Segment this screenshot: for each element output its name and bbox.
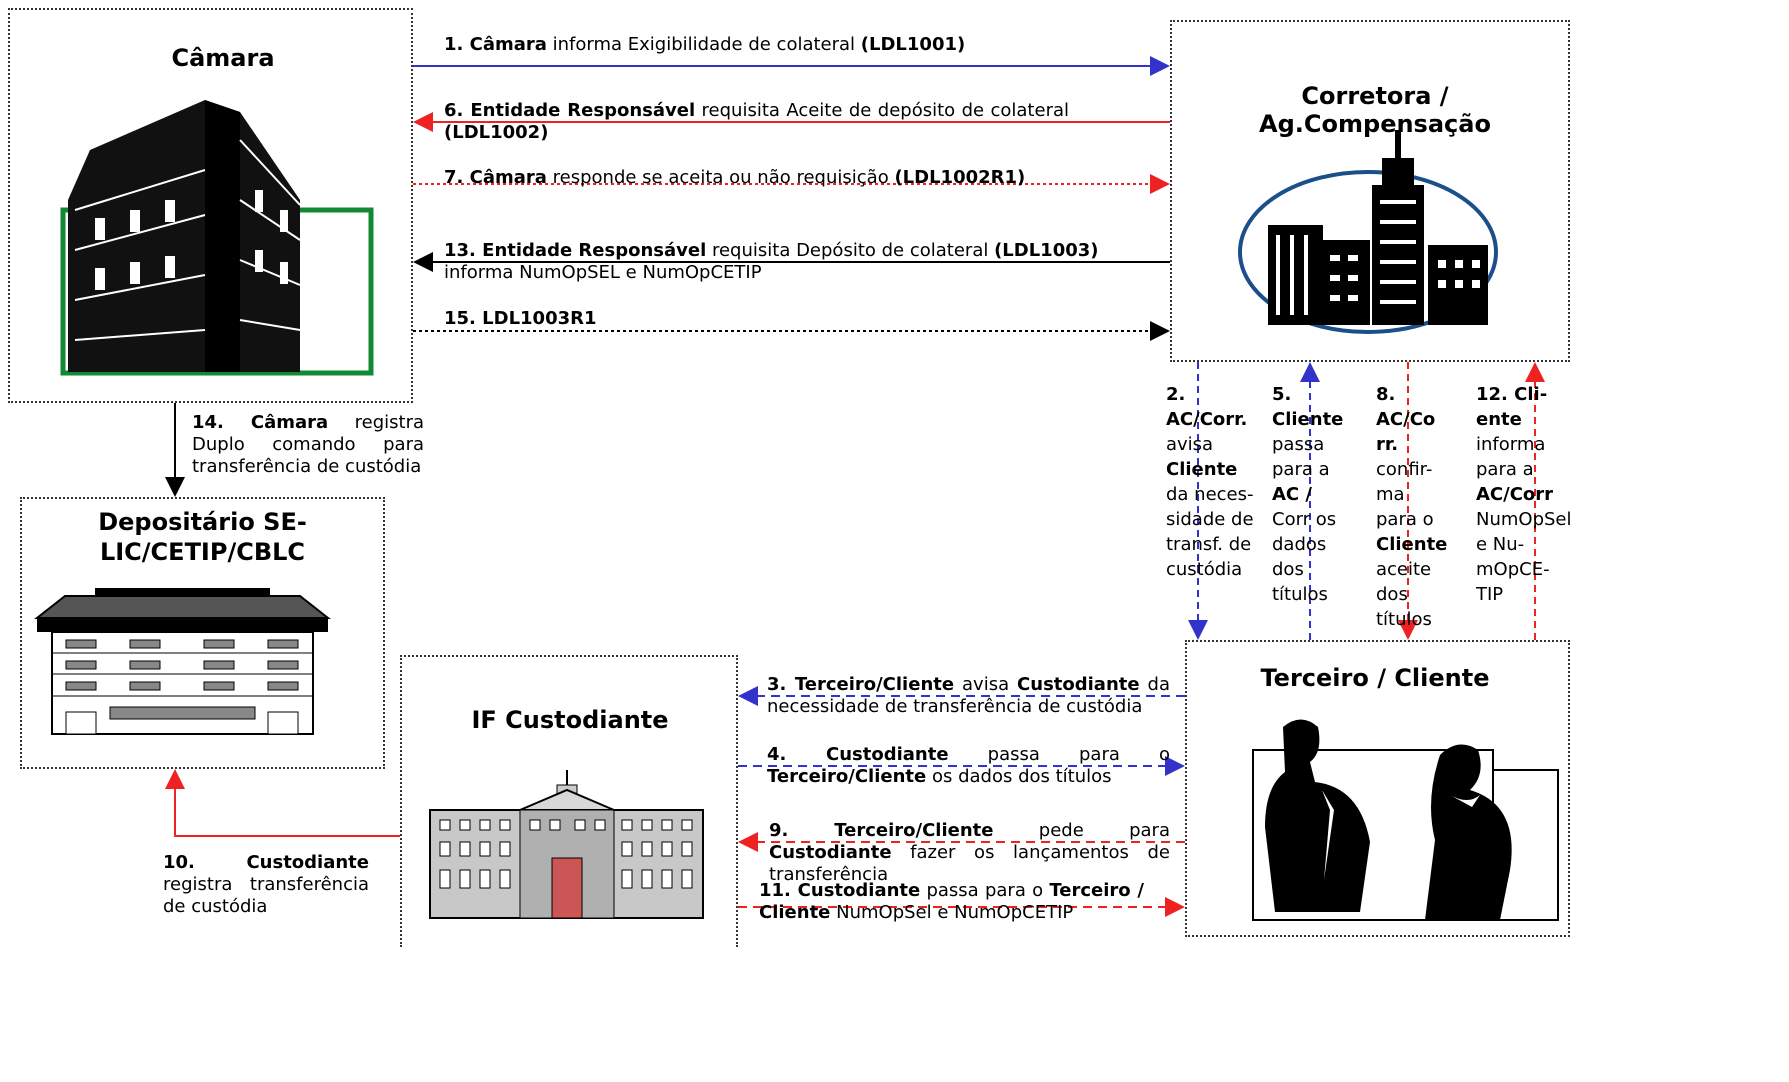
step-3-label: 3. Terceiro/Cliente avisa Custodiante da… (767, 674, 1170, 717)
step-4-label: 4. Custodiante passa para o Terceiro/Cli… (767, 744, 1170, 787)
step-13-label: 13. Entidade Responsável requisita Depós… (444, 240, 1099, 283)
camara-building-icon (60, 100, 374, 376)
custodiante-title: IF Custodiante (471, 706, 669, 734)
arrow-step-10 (165, 769, 400, 837)
depositario-title-line2: LIC/CETIP/CBLC (99, 538, 306, 566)
step-7-label: 7. Câmara responde se aceita ou não requ… (444, 167, 1026, 188)
custodiante-building-icon (429, 770, 704, 919)
step-15-label: 15. LDL1003R1 (444, 308, 597, 329)
depositario-title-line1: Depositário SE- (98, 508, 307, 536)
cliente-people-icon (1252, 719, 1559, 921)
step-6-label: 6. Entidade Responsável requisita Aceite… (444, 100, 1069, 143)
step-9-label: 9. Terceiro/Cliente pede para Custodiant… (769, 820, 1170, 885)
depositario-building-icon (34, 588, 331, 735)
camara-title: Câmara (171, 44, 275, 72)
step-11-label: 11. Custodiante passa para o Terceiro / … (759, 880, 1144, 923)
step-14-label: 14. Câmara registra Duplo comando para t… (192, 412, 424, 477)
corretora-city-icon (1238, 130, 1498, 334)
cliente-title: Terceiro / Cliente (1260, 664, 1490, 692)
step-1-label: 1. Câmara informa Exigibilidade de colat… (444, 34, 966, 55)
corretora-title: Corretora / Ag.Compensação (1259, 82, 1491, 138)
step-10-label: 10. Custodiante registra transferência d… (163, 852, 369, 917)
